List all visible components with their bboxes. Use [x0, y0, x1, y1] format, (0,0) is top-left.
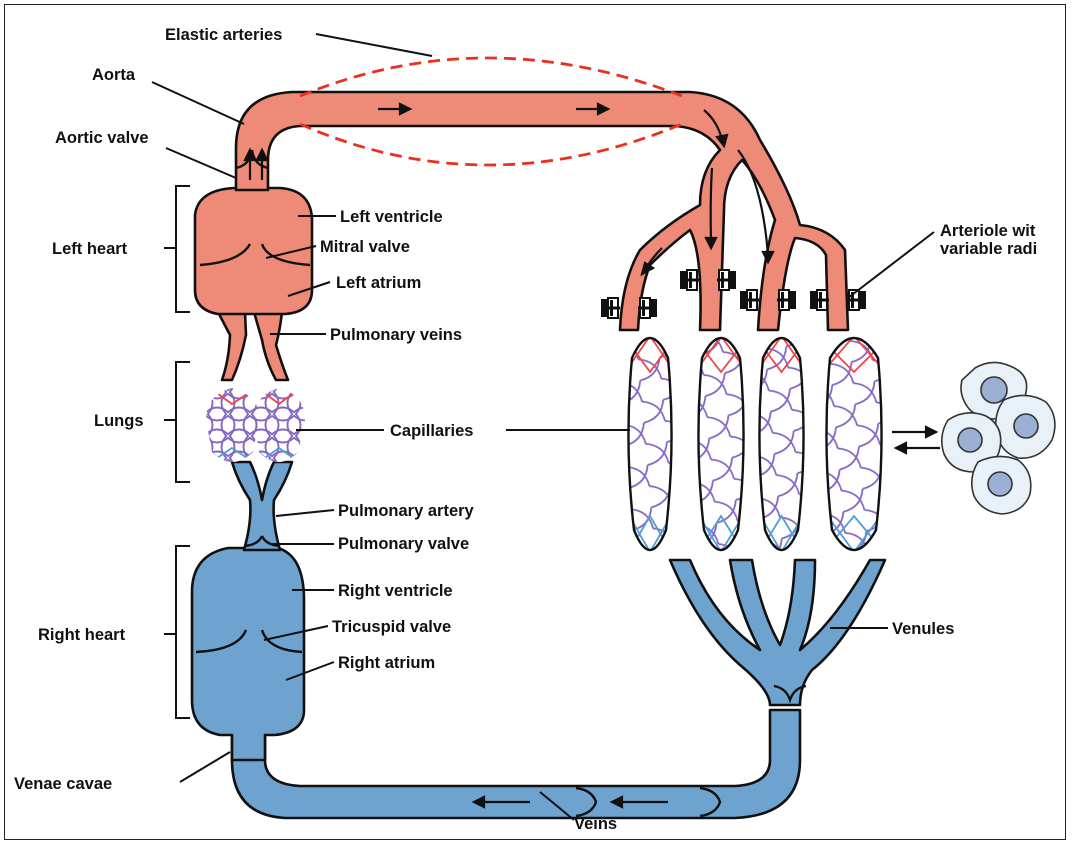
- label-lungs: Lungs: [94, 412, 144, 430]
- label-left-atrium: Left atrium: [336, 274, 421, 292]
- label-capillaries: Capillaries: [390, 422, 473, 440]
- label-pulmonary-artery: Pulmonary artery: [338, 502, 475, 520]
- label-pulmonary-veins: Pulmonary veins: [330, 326, 462, 344]
- label-pulmonary-valve: Pulmonary valve: [338, 535, 469, 553]
- label-left-ventricle: Left ventricle: [340, 208, 443, 226]
- label-right-heart: Right heart: [38, 626, 126, 644]
- label-venae-cavae: Venae cavae: [14, 775, 112, 793]
- label-tricuspid-valve: Tricuspid valve: [332, 618, 451, 636]
- lung-capillaries: [200, 378, 310, 480]
- systemic-capillaries: [618, 318, 892, 570]
- brackets: [164, 186, 190, 718]
- label-elastic-arteries: Elastic arteries: [165, 26, 282, 44]
- label-arteriole-line1: Arteriole wit: [940, 222, 1036, 240]
- label-aortic-valve: Aortic valve: [55, 129, 149, 147]
- arterial-system: [195, 92, 848, 380]
- label-aorta: Aorta: [92, 66, 136, 84]
- label-left-heart: Left heart: [52, 240, 128, 258]
- label-veins: Veins: [574, 815, 617, 833]
- label-venules: Venules: [892, 620, 954, 638]
- tissue-cells: [942, 362, 1055, 514]
- label-right-atrium: Right atrium: [338, 654, 435, 672]
- label-arteriole-line2: variable radi: [940, 240, 1037, 258]
- label-right-ventricle: Right ventricle: [338, 582, 453, 600]
- label-mitral-valve: Mitral valve: [320, 238, 410, 256]
